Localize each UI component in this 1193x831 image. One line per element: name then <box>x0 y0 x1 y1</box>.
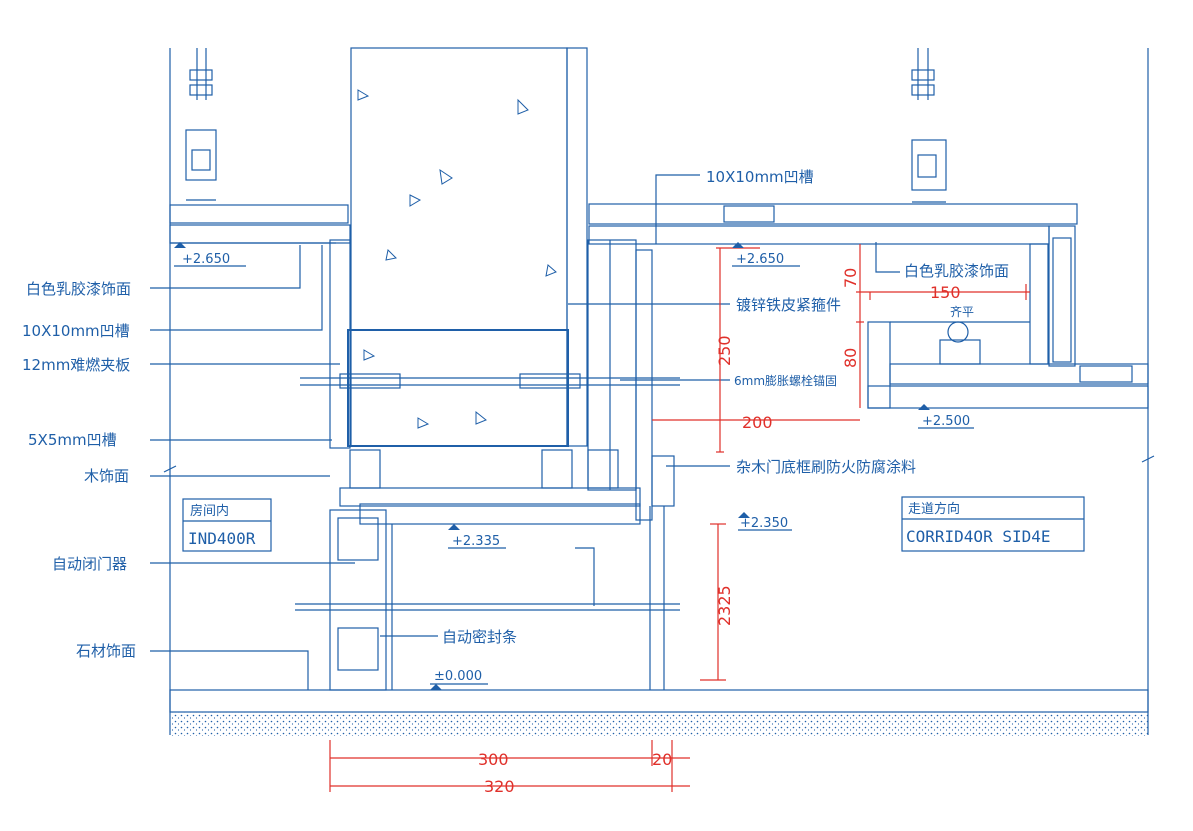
light-trough <box>867 321 1149 409</box>
room-corridor-en: CORRID4OR SID4E <box>906 527 1051 546</box>
level-2650-right: +2.650 <box>736 252 784 267</box>
leader-lines <box>150 174 900 690</box>
room-inside-box <box>182 498 272 552</box>
ceiling-left <box>169 48 351 244</box>
dim-2325: 2325 <box>715 585 734 626</box>
level-underlines <box>174 265 974 685</box>
label-paint-right: 白色乳胶漆饰面 <box>904 262 1009 280</box>
floor-slab <box>169 689 1149 736</box>
label-door-closer: 自动闭门器 <box>52 555 127 573</box>
label-groove-5: 5X5mm凹槽 <box>28 431 117 449</box>
level-2350: +2.350 <box>740 516 788 531</box>
room-inside-en: IND400R <box>188 529 256 548</box>
level-0000: ±0.000 <box>434 669 482 684</box>
concrete-wall <box>350 47 588 447</box>
level-markers <box>174 242 930 690</box>
label-wood-finish: 木饰面 <box>84 467 129 485</box>
door-frame <box>300 239 680 525</box>
label-flush: 齐平 <box>950 304 974 319</box>
dim-70: 70 <box>841 268 860 288</box>
dim-80: 80 <box>841 348 860 368</box>
dim-320: 320 <box>484 777 515 796</box>
label-board-12: 12mm难燃夹板 <box>22 356 130 374</box>
dim-20: 20 <box>652 750 672 769</box>
label-anchor-bolt: 6mm膨胀螺栓锚固 <box>734 373 837 388</box>
dim-150: 150 <box>930 283 961 302</box>
room-corridor-cn: 走道方向 <box>908 501 960 517</box>
level-2650-left: +2.650 <box>182 252 230 267</box>
room-inside-cn: 房间内 <box>190 503 229 519</box>
label-stone-finish: 石材饰面 <box>76 642 136 660</box>
level-2500: +2.500 <box>922 414 970 429</box>
dim-200: 200 <box>742 413 773 432</box>
label-fireproof: 杂木门底框刷防火防腐涂料 <box>736 458 916 476</box>
label-auto-seal: 自动密封条 <box>442 628 517 646</box>
dimension-lines <box>329 244 1030 792</box>
dim-250: 250 <box>715 335 734 366</box>
border-lines <box>163 48 1155 735</box>
label-groove-10-top: 10X10mm凹槽 <box>706 168 814 186</box>
dim-300: 300 <box>478 750 509 769</box>
ceiling-right <box>588 48 1078 367</box>
label-groove-10-left: 10X10mm凹槽 <box>22 322 130 340</box>
label-galvanized: 镀锌铁皮紧箍件 <box>736 296 841 314</box>
label-paint-left: 白色乳胶漆饰面 <box>26 280 131 298</box>
level-2335: +2.335 <box>452 534 500 549</box>
room-corridor-box <box>901 496 1085 552</box>
